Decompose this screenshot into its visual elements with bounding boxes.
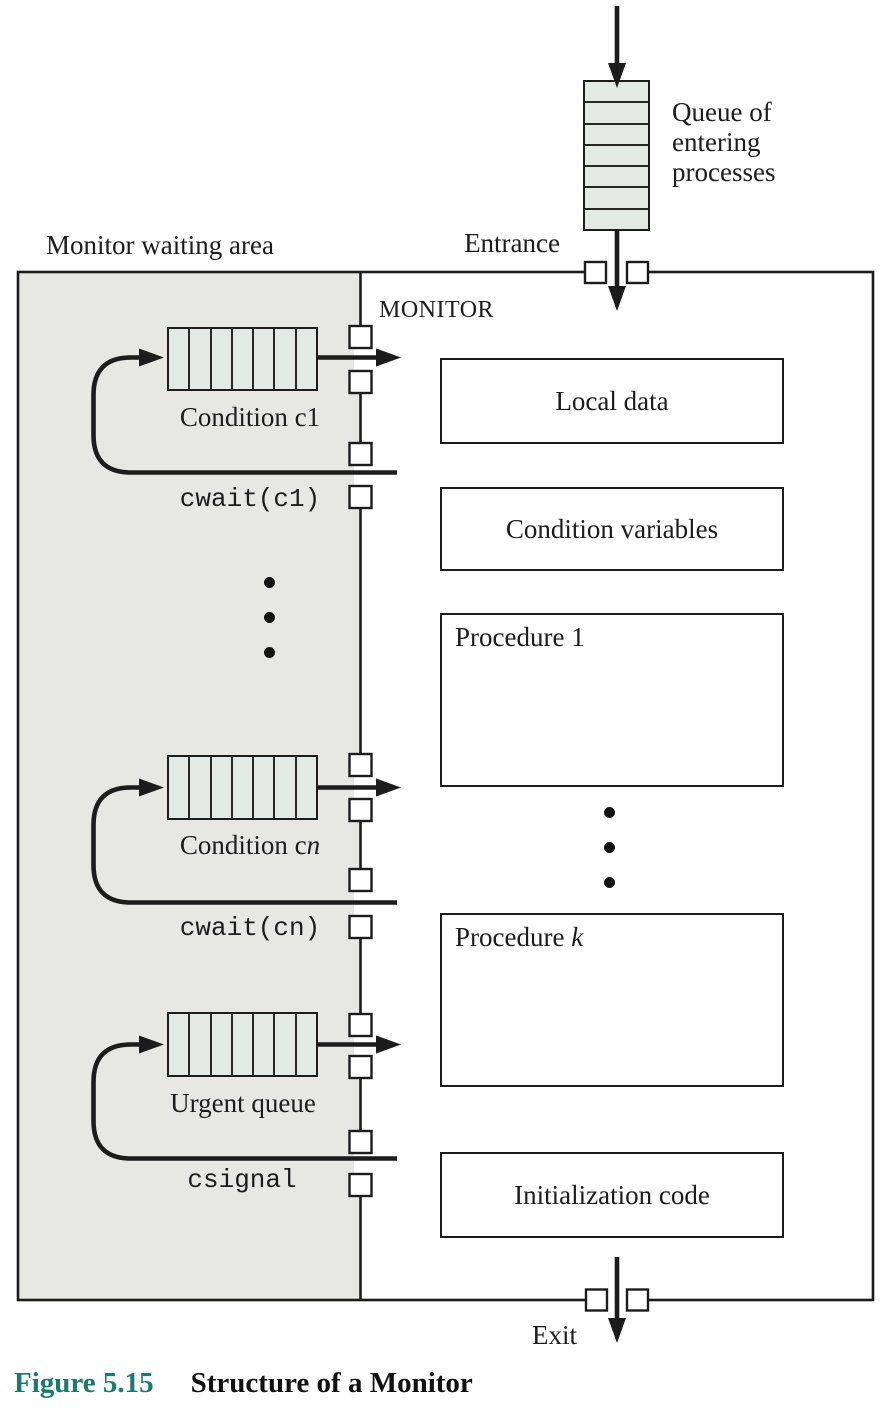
queue-cell: [585, 101, 648, 122]
ellipsis-dot: [264, 612, 275, 623]
csignal-label: csignal: [187, 1165, 297, 1195]
queue-cell: [294, 757, 316, 818]
procedure-k-label: Procedure k: [455, 922, 584, 952]
figure-caption: Figure 5.15 Structure of a Monitor: [14, 1367, 473, 1400]
queue-cell: [252, 757, 273, 818]
exit-label: Exit: [532, 1320, 577, 1350]
queue-cell: [585, 82, 648, 101]
queue-cell: [273, 1014, 294, 1075]
ellipsis-dot: [604, 877, 615, 888]
queue-cell: [169, 329, 188, 389]
queue-cell: [188, 329, 209, 389]
queue-cell: [585, 143, 648, 165]
queue-cell: [585, 122, 648, 144]
exit-gate-square: [584, 1288, 609, 1312]
figure-title: Structure of a Monitor: [190, 1367, 473, 1399]
cwait-cn-label: cwait(cn): [179, 913, 321, 943]
queue-cell: [585, 186, 648, 207]
queue-cell: [169, 1014, 188, 1075]
queue-cell: [188, 1014, 209, 1075]
queue-cell: [209, 1014, 231, 1075]
exit-gate-square: [625, 1288, 650, 1312]
monitor-title: MONITOR: [379, 297, 495, 323]
entrance-gate-square: [583, 260, 608, 285]
local-data-label: Local data: [555, 385, 669, 416]
ellipsis-dot: [264, 577, 275, 588]
queue-cell: [273, 329, 294, 389]
condition-cn-queue: [167, 755, 318, 820]
entrance-gate-square: [625, 260, 650, 285]
queue-cell: [209, 329, 231, 389]
queue-cell: [252, 329, 273, 389]
queue-cell: [169, 757, 188, 818]
entering-process-queue: [583, 80, 650, 231]
urgent-queue: [167, 1012, 318, 1077]
condition-cn-label: Condition cn: [179, 830, 321, 860]
queue-cell: [294, 1014, 316, 1075]
queue-cell: [188, 757, 209, 818]
initialization-code-box: Initialization code: [440, 1152, 784, 1238]
condition-variables-box: Condition variables: [440, 487, 784, 571]
monitor-waiting-area-label: Monitor waiting area: [46, 230, 274, 260]
queue-cell: [252, 1014, 273, 1075]
queue-cell: [294, 329, 316, 389]
entrance-label: Entrance: [464, 228, 560, 258]
ellipsis-dot: [264, 647, 275, 658]
local-data-box: Local data: [440, 358, 784, 444]
entering-queue-label: Queue of entering processes: [672, 97, 776, 187]
initialization-code-label: Initialization code: [514, 1179, 710, 1210]
urgent-queue-label: Urgent queue: [170, 1088, 316, 1118]
condition-c1-label: Condition c1: [179, 402, 321, 432]
queue-cell: [209, 757, 231, 818]
figure-number: Figure 5.15: [14, 1367, 154, 1399]
queue-cell: [230, 329, 252, 389]
queue-cell: [585, 165, 648, 186]
procedure-1-label: Procedure 1: [455, 622, 585, 652]
waiting-area-ellipsis-dots: [264, 577, 275, 658]
queue-cell: [273, 757, 294, 818]
procedures-ellipsis-dots: [604, 807, 615, 888]
condition-c1-queue: [167, 327, 318, 391]
queue-cell: [230, 1014, 252, 1075]
procedure-1-box: Procedure 1: [440, 613, 784, 787]
procedure-k-box: Procedure k: [440, 913, 784, 1087]
cwait-c1-label: cwait(c1): [179, 484, 321, 514]
condition-variables-label: Condition variables: [505, 513, 719, 544]
ellipsis-dot: [604, 807, 615, 818]
queue-cell: [230, 757, 252, 818]
ellipsis-dot: [604, 842, 615, 853]
queue-cell: [585, 207, 648, 229]
